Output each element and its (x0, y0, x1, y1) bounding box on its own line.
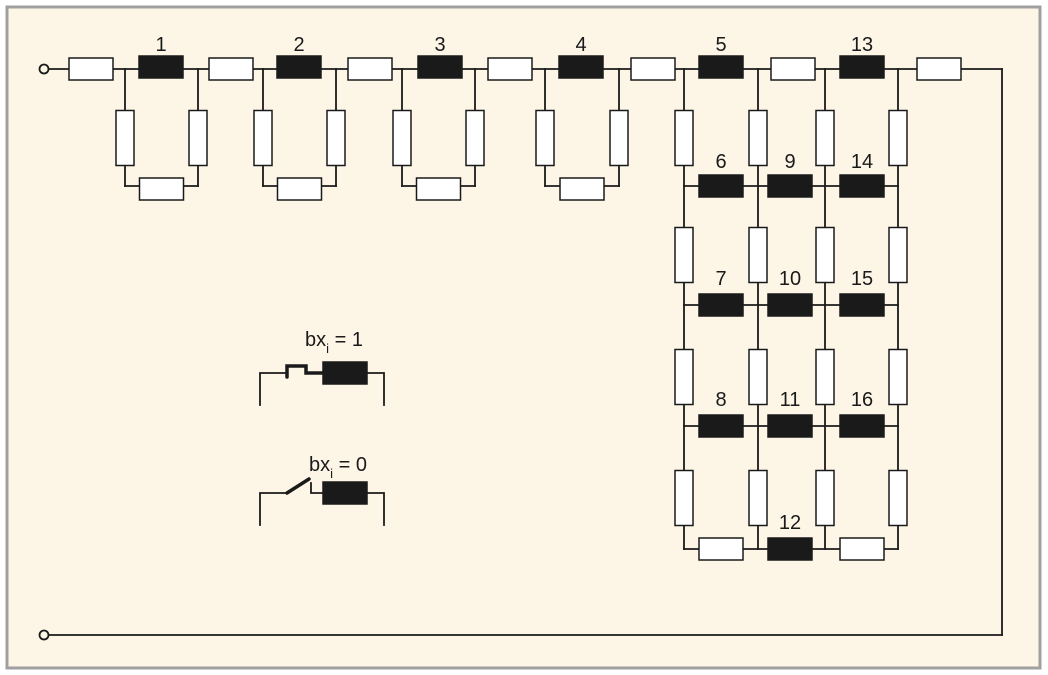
resistor-branch1-right (188, 109, 208, 167)
resistor-grid-c4-r4 (888, 469, 908, 527)
resistor-top-6 (770, 57, 816, 81)
element-2 (276, 55, 322, 79)
label-14: 14 (851, 151, 873, 173)
resistor-grid-c2-r2 (748, 226, 768, 284)
resistor-branch2-left (253, 109, 273, 167)
element-1 (138, 55, 184, 79)
resistor-top-5 (630, 57, 676, 81)
element-3 (417, 55, 463, 79)
label-9: 9 (784, 151, 795, 173)
element-16 (839, 414, 885, 438)
element-15 (839, 293, 885, 317)
legend-closed-element (322, 361, 368, 385)
label-15: 15 (851, 268, 873, 290)
terminal-top (38, 63, 50, 75)
legend-open-caption: bxi = 0 (309, 454, 367, 481)
label-1: 1 (155, 34, 166, 56)
resistor-branch4-left (535, 109, 555, 167)
label-5: 5 (715, 34, 726, 56)
resistor-branch2-right (326, 109, 346, 167)
label-13: 13 (851, 34, 873, 56)
element-6 (698, 174, 744, 198)
resistor-grid-c3-r3 (815, 348, 835, 406)
resistor-top-1 (68, 57, 114, 81)
element-10 (767, 293, 813, 317)
resistor-grid-c3-r2 (815, 226, 835, 284)
element-12 (767, 537, 813, 561)
resistor-branch3-bottom (415, 177, 462, 201)
resistor-branch4-right (609, 109, 629, 167)
element-7 (698, 293, 744, 317)
label-10: 10 (779, 268, 801, 290)
element-4 (558, 55, 604, 79)
label-12: 12 (779, 512, 801, 534)
resistor-grid-c4-r1 (888, 109, 908, 167)
resistor-grid-bottom-left (698, 537, 744, 561)
terminal-bottom (38, 629, 50, 641)
resistors (68, 57, 962, 561)
legend-open-element (322, 481, 368, 505)
resistor-top-7 (916, 57, 962, 81)
resistor-top-3 (347, 57, 393, 81)
element-8 (698, 414, 744, 438)
resistor-grid-c1-r1 (674, 109, 694, 167)
resistor-top-2 (208, 57, 254, 81)
resistor-grid-c2-r4 (748, 469, 768, 527)
resistor-grid-c3-r4 (815, 469, 835, 527)
resistor-grid-c2-r3 (748, 348, 768, 406)
resistor-branch1-bottom (138, 177, 185, 201)
resistor-grid-c4-r2 (888, 226, 908, 284)
label-11: 11 (780, 389, 801, 411)
terminals (38, 63, 50, 641)
switch-closed-contact (285, 364, 325, 379)
switch-open-contact (285, 477, 311, 495)
resistor-grid-c1-r4 (674, 469, 694, 527)
resistor-grid-c2-r1 (748, 109, 768, 167)
label-4: 4 (575, 34, 586, 56)
resistor-top-4 (487, 57, 533, 81)
label-6: 6 (715, 151, 726, 173)
legend-closed-caption: bxi = 1 (305, 329, 363, 356)
element-5 (698, 55, 744, 79)
resistor-branch4-bottom (559, 177, 605, 201)
resistor-grid-c1-r3 (674, 348, 694, 406)
label-16: 16 (851, 389, 873, 411)
label-8: 8 (715, 389, 726, 411)
element-9 (767, 174, 813, 198)
element-11 (767, 414, 813, 438)
resistor-grid-c1-r2 (674, 226, 694, 284)
legend: bxi = 1 bxi = 0 (305, 329, 367, 481)
active-elements (138, 55, 885, 561)
resistor-branch2-bottom (276, 177, 323, 201)
label-2: 2 (293, 34, 304, 56)
label-3: 3 (434, 34, 445, 56)
resistor-branch3-left (392, 109, 412, 167)
resistor-grid-bottom-right (839, 537, 885, 561)
diagram-background (5, 5, 1042, 670)
element-14 (839, 174, 885, 198)
element-13 (839, 55, 885, 79)
resistor-grid-c3-r1 (815, 109, 835, 167)
element-labels: 1 2 3 4 5 13 6 9 14 7 10 15 8 11 16 12 (155, 34, 873, 534)
resistor-branch3-right (465, 109, 485, 167)
resistor-grid-c4-r3 (888, 348, 908, 406)
resistor-branch1-left (115, 109, 135, 167)
label-7: 7 (715, 268, 726, 290)
